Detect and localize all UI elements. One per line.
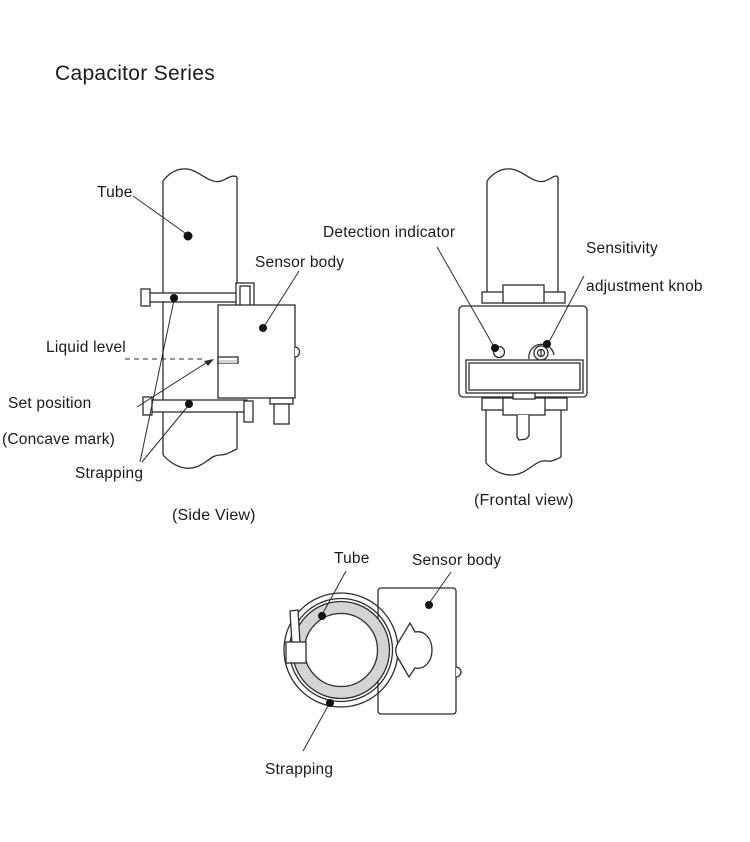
strap-top-side [140, 282, 255, 307]
label-sensitivity-line1: Sensitivity [586, 240, 658, 257]
label-tube-bottom: Tube [334, 550, 370, 567]
tube-frontal-bottom [485, 410, 562, 476]
sensitivity-knob-marker-dot [543, 340, 551, 348]
label-detection-indicator: Detection indicator [323, 224, 456, 241]
sensor-contact-horn [395, 621, 433, 679]
strap-buckle-bottom [285, 609, 307, 664]
label-sensitivity-line2: adjustment knob [586, 278, 703, 295]
tube-frontal-top [486, 168, 559, 292]
page-title: Capacitor Series [55, 62, 216, 85]
side-view-leaders [125, 195, 300, 463]
label-strapping-bottom: Strapping [265, 761, 334, 778]
label-sensor-body-side: Sensor body [255, 254, 345, 271]
strap-bottom-side [142, 396, 254, 423]
bottom-view-drawing [283, 570, 462, 752]
sensor-body-frontal [458, 305, 588, 398]
label-set-position: Set position [8, 395, 92, 412]
detection-indicator-marker-dot [491, 344, 499, 352]
frontal-view-drawing [436, 168, 588, 476]
label-liquid-level: Liquid level [46, 339, 126, 356]
label-strapping-side: Strapping [75, 465, 144, 482]
label-concave-mark: (Concave mark) [2, 431, 116, 448]
mount-bracket-bottom [481, 392, 568, 441]
body-side-screw-bump [294, 346, 301, 358]
sensor-body-bottom-marker-dot [425, 601, 433, 609]
sensitivity-knob [528, 343, 555, 361]
side-view-drawing [125, 168, 301, 469]
tube-bottom-marker-dot [318, 612, 326, 620]
label-sensor-body-bottom: Sensor body [412, 552, 502, 569]
frontal-view-leaders [436, 246, 585, 352]
cable-frontal [516, 415, 530, 441]
tube-cross-section [283, 592, 399, 708]
strapping-bottom-marker-dot [326, 699, 334, 707]
strap-bottom-marker-dot [185, 400, 193, 408]
mount-bracket-top [481, 284, 566, 304]
body-bottom-screw-bump [455, 666, 462, 678]
caption-side-view: (Side View) [172, 507, 256, 524]
sensor-body-side-marker-dot [259, 324, 267, 332]
cable-gland-side [269, 397, 294, 405]
sensor-body-side [217, 304, 301, 425]
bottom-view-leaders [302, 570, 452, 752]
label-tube-side: Tube [97, 184, 133, 201]
caption-frontal-view: (Frontal view) [474, 492, 574, 509]
set-position-arrowhead [204, 359, 214, 366]
strap-top-marker-dot [170, 294, 178, 302]
tube-side-marker-dot [183, 231, 193, 241]
